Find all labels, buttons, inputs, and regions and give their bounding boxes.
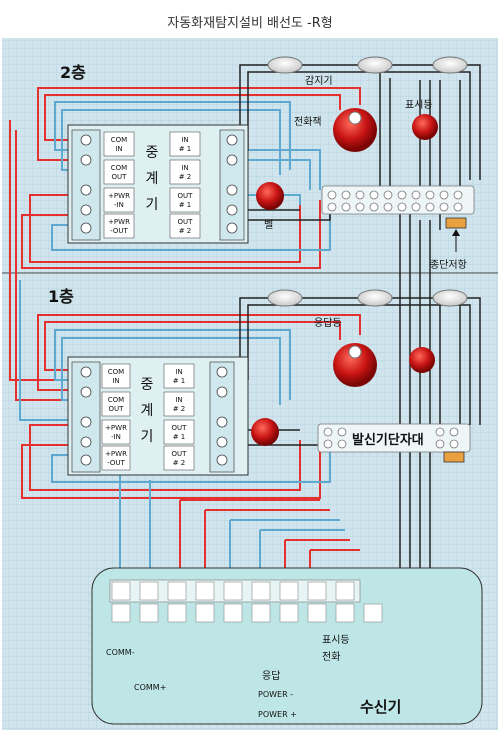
svg-text:-OUT: -OUT [110, 227, 128, 235]
svg-text:# 1: # 1 [179, 145, 192, 153]
term-com-in: COM [111, 136, 127, 144]
term-out1: OUT [178, 192, 194, 200]
svg-text:+PWR: +PWR [105, 424, 127, 432]
term-out2: OUT [178, 218, 194, 226]
svg-text:-OUT: -OUT [107, 459, 125, 467]
label-power-minus: POWER - [258, 690, 293, 699]
svg-text:# 1: # 1 [179, 201, 192, 209]
svg-text:기: 기 [141, 429, 154, 445]
receiver-panel [91, 567, 483, 725]
svg-text:# 2: # 2 [179, 173, 192, 181]
svg-text:-IN: -IN [114, 201, 124, 209]
svg-text:+PWR: +PWR [105, 450, 127, 458]
page-title: 자동화재탐지설비 배선도 -R형 [167, 16, 333, 31]
label-response-lamp: 응답등 [314, 317, 342, 329]
svg-text:계: 계 [141, 403, 154, 419]
label-bell: 벨 [264, 219, 273, 231]
end-resistor-floor-2 [445, 217, 467, 229]
svg-text:OUT: OUT [172, 424, 188, 432]
svg-text:# 2: # 2 [173, 405, 186, 413]
svg-text:IN: IN [175, 368, 182, 376]
indicator-lamp-floor-2 [412, 114, 438, 140]
wires [9, 87, 361, 582]
floor-label-1: 1층 [48, 287, 74, 306]
svg-text:# 1: # 1 [173, 377, 186, 385]
svg-text:# 2: # 2 [173, 459, 186, 467]
relay-char-1: 중 [146, 145, 159, 161]
label-detector: 감지기 [305, 75, 333, 87]
terminal-strip-floor-1 [317, 423, 471, 453]
label-indicator: 표시등 [405, 99, 433, 111]
svg-text:중: 중 [141, 377, 154, 393]
svg-text:OUT: OUT [172, 450, 188, 458]
label-comm-minus: COMM- [106, 648, 135, 657]
label-comm-plus: COMM+ [134, 683, 166, 692]
svg-text:# 1: # 1 [173, 433, 186, 441]
term-in1: IN [181, 136, 188, 144]
label-transmitter-box: 발신기단자대 [352, 432, 424, 448]
svg-text:IN: IN [115, 145, 122, 153]
label-power-plus: POWER + [258, 710, 297, 719]
bell-floor-2 [256, 182, 284, 210]
label-phone-jack: 전화잭 [294, 116, 322, 128]
label-receiver: 수신기 [360, 698, 401, 716]
term-in2: IN [181, 164, 188, 172]
detectors-floor-1 [267, 289, 468, 307]
term-pwr-in: +PWR [108, 192, 130, 200]
floor-label-2: 2층 [60, 63, 86, 82]
term-pwr-out: +PWR [108, 218, 130, 226]
end-resistor-floor-1 [443, 451, 465, 463]
svg-text:# 2: # 2 [179, 227, 192, 235]
term-com-out: COM [111, 164, 127, 172]
phone-jack-floor-2 [333, 108, 377, 152]
label-end-resistor: 종단저항 [430, 259, 467, 271]
svg-text:OUT: OUT [109, 405, 125, 413]
svg-text:COM: COM [108, 368, 124, 376]
indicator-lamp-floor-1 [409, 347, 435, 373]
svg-text:IN: IN [112, 377, 119, 385]
bell-floor-1 [251, 418, 279, 446]
svg-text:-IN: -IN [111, 433, 121, 441]
svg-text:IN: IN [175, 396, 182, 404]
label-indicator-lamp: 표시등 [322, 634, 350, 646]
label-phone: 전화 [322, 651, 340, 663]
svg-text:OUT: OUT [112, 173, 128, 181]
response-lamp-floor-1 [333, 343, 377, 387]
label-response: 응답 [262, 670, 280, 682]
terminal-strip-floor-2 [321, 185, 475, 215]
relay-char-2: 계 [146, 171, 159, 187]
relay-char-3: 기 [146, 197, 159, 213]
svg-text:COM: COM [108, 396, 124, 404]
detectors-floor-2 [267, 56, 468, 74]
